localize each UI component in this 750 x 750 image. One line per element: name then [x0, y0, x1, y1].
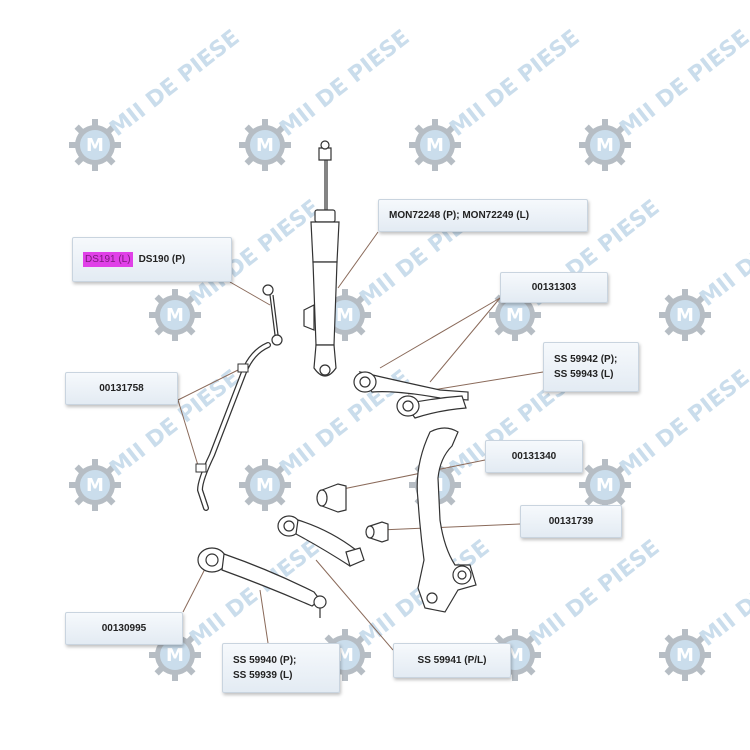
svg-text:M: M — [596, 135, 614, 156]
gear-logo-icon: M — [659, 629, 711, 681]
watermark-text: MII DE PIESE — [275, 25, 414, 141]
callout-ds-links: DS191 (L) DS190 (P) — [72, 237, 232, 282]
stabilizer-bar-drawing — [195, 342, 271, 511]
callout-rear-lower-arm: SS 59941 (P/L) — [393, 643, 511, 678]
gear-logo-icon: M — [69, 119, 121, 171]
ds-code: DS190 (P) — [138, 254, 186, 265]
upper-arm-code-right: SS 59942 (P); — [554, 354, 618, 365]
rear-lower-arm-drawing — [277, 515, 365, 567]
lower-arm-code-left: SS 59939 (L) — [233, 670, 293, 681]
callout-knuckle-bush: 00131340 — [485, 440, 583, 473]
watermark-text: MII DE PIESE — [525, 535, 664, 651]
ds-highlighted-code: DS191 (L) — [83, 252, 133, 267]
callout-lower-arm-bush: 00130995 — [65, 612, 183, 645]
svg-text:M: M — [426, 135, 444, 156]
stabilizer-bar-code: 00131758 — [99, 383, 144, 394]
upper-arm-bush-code: 00131303 — [531, 282, 577, 293]
svg-text:M: M — [256, 135, 274, 156]
svg-text:M: M — [506, 305, 524, 326]
callout-upper-arms: SS 59942 (P); SS 59943 (L) — [543, 342, 639, 392]
svg-text:M: M — [86, 135, 104, 156]
strut-codes: MON72248 (P); MON72249 (L) — [389, 210, 530, 221]
svg-text:M: M — [86, 475, 104, 496]
knuckle-bush-2-code: 00131739 — [548, 516, 594, 527]
gear-logo-icon: M — [69, 459, 121, 511]
svg-text:M: M — [256, 475, 274, 496]
gear-logo-icon: M — [659, 289, 711, 341]
front-lower-arm-drawing — [197, 547, 327, 618]
svg-text:M: M — [596, 475, 614, 496]
gear-logo-icon: M — [149, 629, 201, 681]
gear-logo-icon: M — [239, 119, 291, 171]
strut-drawing — [303, 140, 340, 377]
watermark-text: MII DE PIESE — [445, 25, 584, 141]
knuckle-bush-code: 00131340 — [511, 451, 557, 462]
svg-text:M: M — [336, 645, 354, 666]
svg-text:M: M — [676, 645, 694, 666]
knuckle-drawing — [416, 427, 477, 613]
upper-arm-drawing — [353, 371, 469, 419]
svg-text:M: M — [336, 305, 354, 326]
svg-text:M: M — [166, 305, 184, 326]
upper-arm-code-left: SS 59943 (L) — [554, 369, 614, 380]
callout-knuckle-bush-2: 00131739 — [520, 505, 622, 538]
svg-text:M: M — [166, 645, 184, 666]
gear-logo-icon: M — [149, 289, 201, 341]
callout-upper-arm-bush: 00131303 — [500, 272, 608, 303]
gear-logo-icon: M — [579, 119, 631, 171]
svg-text:M: M — [676, 305, 694, 326]
gear-logo-icon: M — [239, 459, 291, 511]
rear-lower-arm-code: SS 59941 (P/L) — [417, 655, 487, 666]
callout-strut: MON72248 (P); MON72249 (L) — [378, 199, 588, 232]
gear-logo-icon: M — [409, 119, 461, 171]
lower-arm-bush-code: 00130995 — [101, 623, 147, 634]
gear-logo-icon: M — [579, 459, 631, 511]
watermark-text: MII DE PIESE — [615, 25, 750, 141]
watermark-text: MII DE PIESE — [695, 195, 750, 311]
stabilizer-link-drawing — [262, 284, 283, 346]
bushing-drawing — [316, 483, 389, 543]
lower-arm-code-right: SS 59940 (P); — [233, 655, 297, 666]
watermark-text: MII DE PIESE — [105, 25, 244, 141]
watermark-text: MII DE PIESE — [695, 535, 750, 651]
callout-stabilizer-bar: 00131758 — [65, 372, 178, 405]
callout-lower-arms: SS 59940 (P); SS 59939 (L) — [222, 643, 340, 693]
